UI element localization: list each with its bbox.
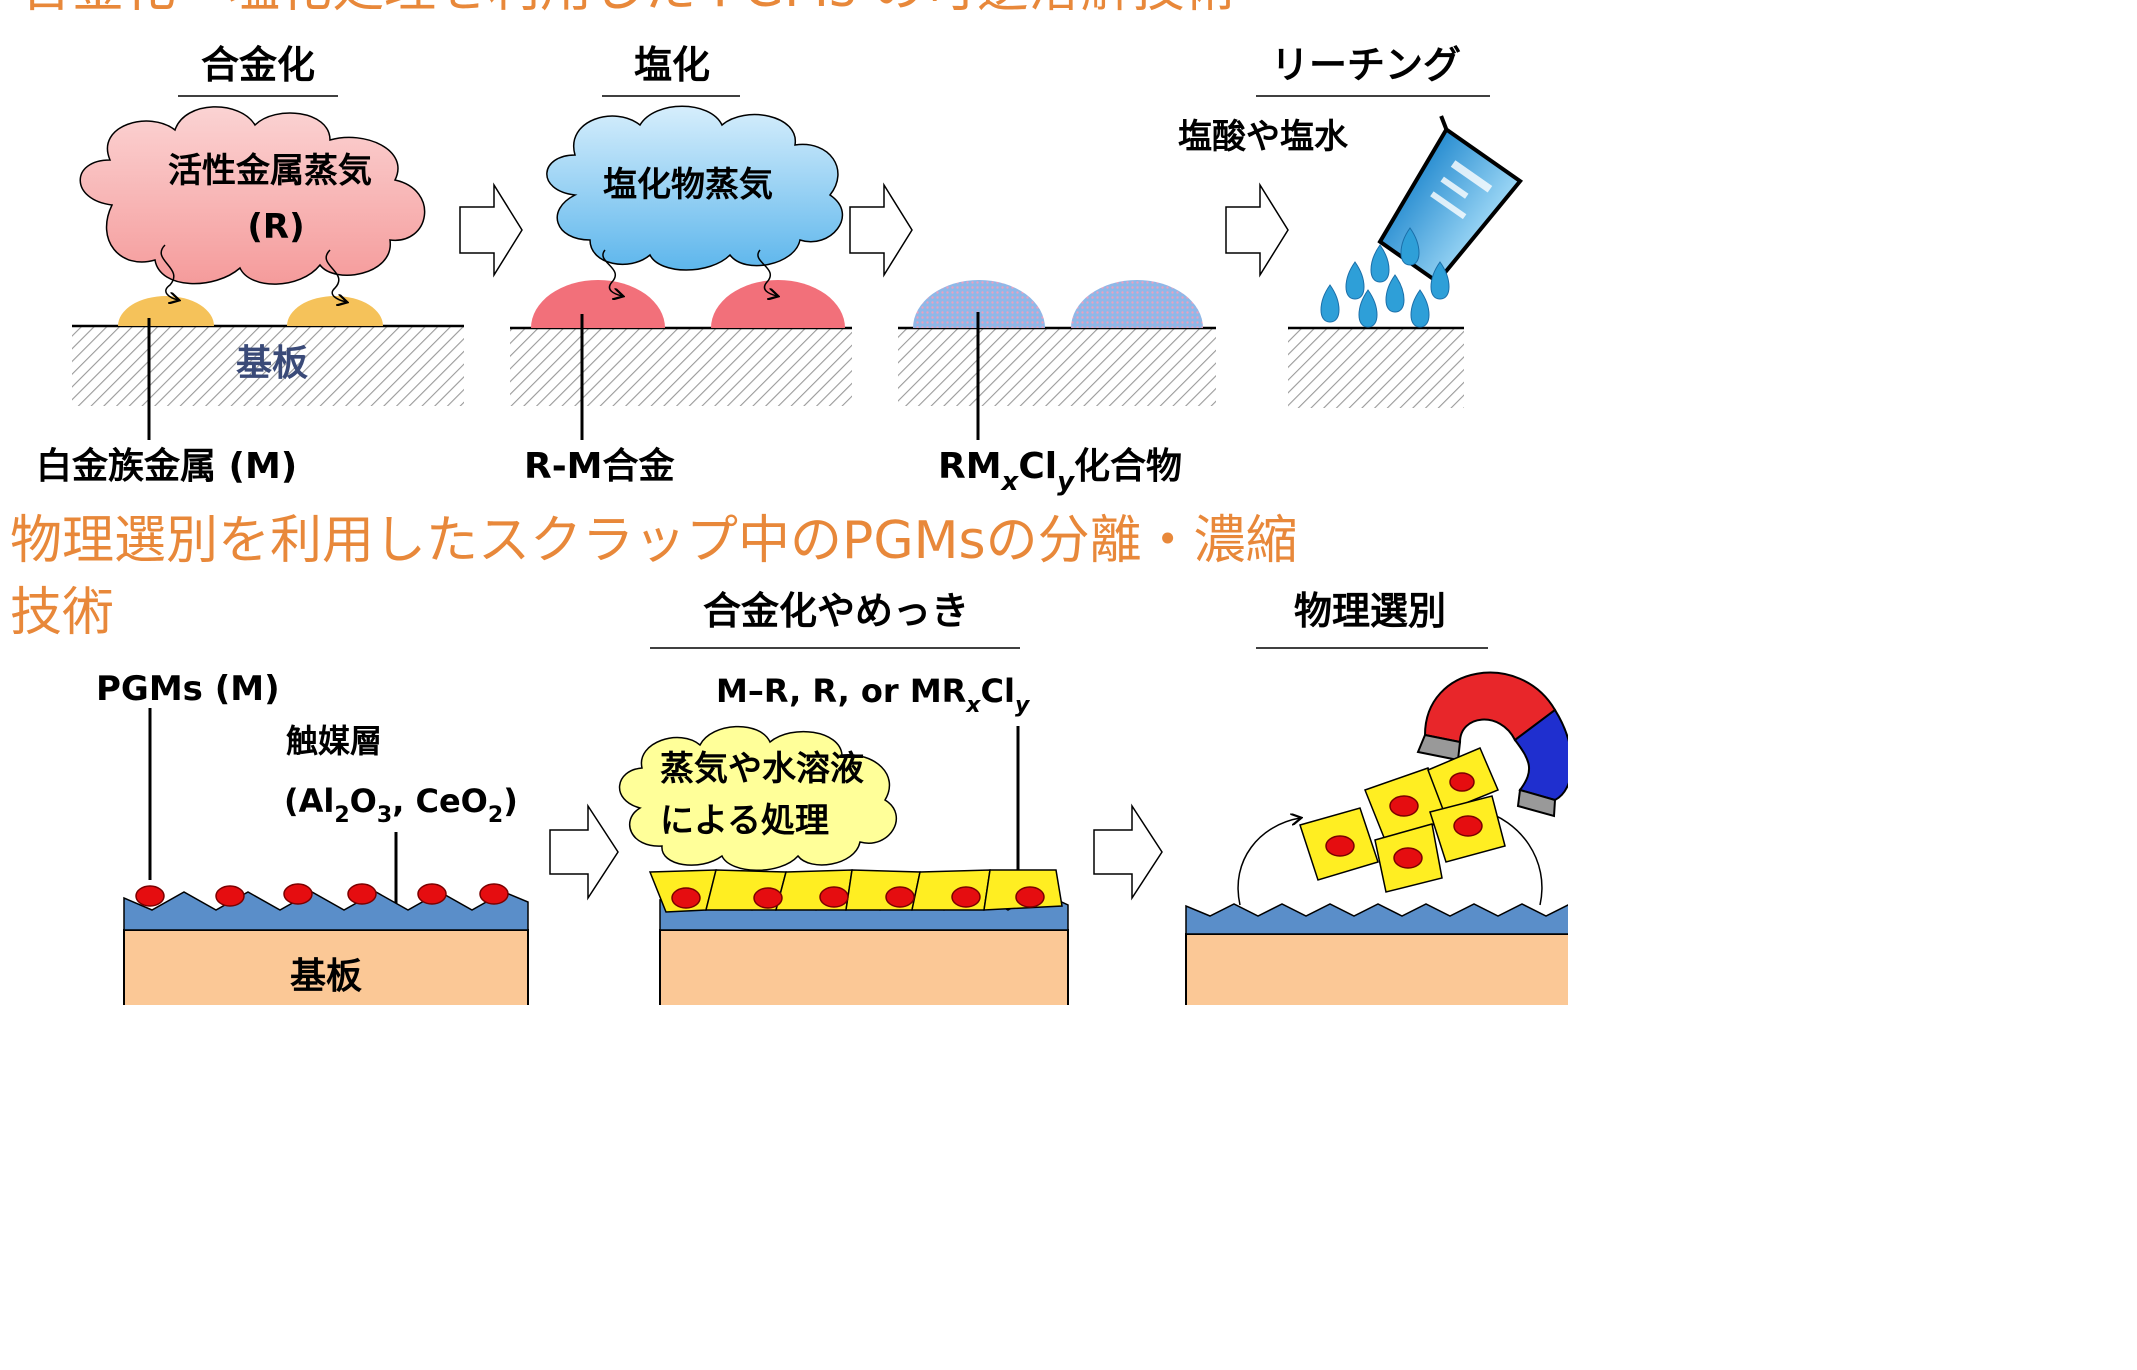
vapor-arrow-2 bbox=[325, 249, 346, 302]
pgm-particle-1 bbox=[118, 296, 214, 326]
process-arrow-2 bbox=[849, 182, 913, 278]
pgm-dots-row bbox=[135, 883, 509, 907]
process-arrow-3 bbox=[1225, 182, 1289, 278]
leaching-subtext: 塩酸や塩水 bbox=[1178, 117, 1349, 157]
bottom-title-line2: 技術 bbox=[10, 583, 114, 643]
substrate-4 bbox=[1288, 328, 1464, 408]
catalyst-layer-1 bbox=[123, 891, 529, 931]
stage1-heading: 合金化 bbox=[201, 43, 315, 87]
stage4-heading: リーチング bbox=[1271, 43, 1461, 87]
chloride-particle-1 bbox=[913, 280, 1045, 328]
bottom-stage2-heading: 合金化やめっき bbox=[703, 589, 969, 633]
vapor-arrow-1 bbox=[160, 244, 178, 300]
catalyst-label: 触媒層 bbox=[286, 722, 382, 760]
process-arrow-5 bbox=[1093, 803, 1163, 901]
treatment-cloud-line1: 蒸気や水溶液 bbox=[660, 749, 864, 789]
substrate-6 bbox=[659, 929, 1069, 1005]
chloride-vapor-cloud bbox=[546, 105, 844, 271]
cloud-2-text: 塩化物蒸気 bbox=[603, 165, 773, 205]
substrate-7 bbox=[1185, 933, 1568, 1005]
cloud-1-line1: 活性金属蒸気 bbox=[168, 151, 372, 191]
coating-pieces bbox=[648, 869, 1063, 913]
alloy-particle-1 bbox=[531, 280, 665, 328]
substrate-3 bbox=[898, 328, 1216, 406]
substrate-2 bbox=[510, 328, 852, 406]
diagram-canvas: 合金化・塩化処理を利用した PGMs の可逆溶解技術 合金化 基板 白金族金属 … bbox=[10, 0, 1568, 1005]
substrate-1-label: 基板 bbox=[236, 343, 308, 384]
catalyst-layer-3 bbox=[1185, 903, 1568, 935]
pgm-label: 白金族金属 (M) bbox=[36, 445, 297, 487]
bottom-stage3-heading: 物理選別 bbox=[1294, 589, 1446, 633]
substrate-5-label: 基板 bbox=[290, 956, 362, 997]
coated-pgm-dots bbox=[671, 886, 1045, 909]
treatment-formula: M–R, R, or MRxCly bbox=[716, 672, 1031, 718]
vapor-arrow-4 bbox=[757, 249, 777, 296]
process-arrow-1 bbox=[459, 182, 523, 278]
bottom-title-line1: 物理選別を利用したスクラップ中のPGMsの分離・濃縮 bbox=[10, 511, 1298, 571]
pgms-label: PGMs (M) bbox=[96, 669, 280, 709]
top-title: 合金化・塩化処理を利用した PGMs の可逆溶解技術 bbox=[20, 0, 1237, 19]
pgm-particle-2 bbox=[287, 296, 383, 326]
separation-arc-1 bbox=[1237, 818, 1300, 906]
active-metal-vapor-cloud bbox=[79, 106, 426, 285]
separated-pieces bbox=[1299, 747, 1506, 893]
water-drops-icon bbox=[1320, 227, 1450, 328]
vapor-arrow-3 bbox=[602, 249, 622, 296]
alloy-particle-2 bbox=[711, 280, 845, 328]
treatment-cloud bbox=[618, 725, 897, 871]
process-arrow-4 bbox=[549, 803, 619, 901]
oxide-label: (Al2O3, CeO2) bbox=[284, 782, 518, 828]
chloride-compound-label: RMxCly化合物 bbox=[938, 446, 1182, 497]
chloride-particle-2 bbox=[1071, 280, 1203, 328]
cloud-1-line2: (R) bbox=[247, 207, 304, 247]
stage2-heading: 塩化 bbox=[634, 43, 710, 87]
treatment-cloud-line2: による処理 bbox=[660, 801, 829, 841]
alloy-label: R-M合金 bbox=[524, 445, 675, 487]
magnet-icon bbox=[1416, 671, 1568, 818]
substrate-1 bbox=[72, 326, 464, 406]
substrate-5 bbox=[123, 929, 529, 1005]
